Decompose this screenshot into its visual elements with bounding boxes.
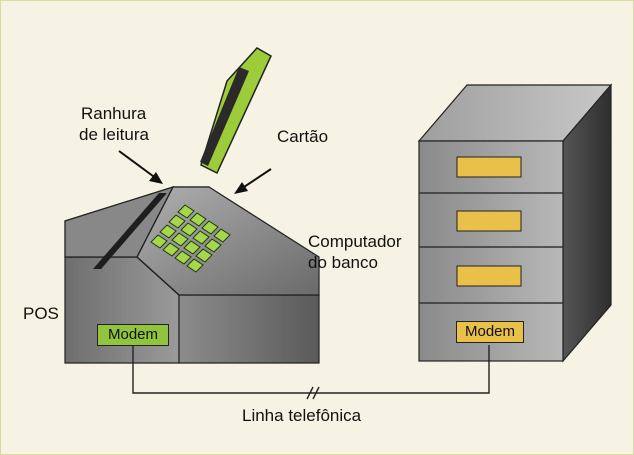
keypad-key	[177, 204, 195, 219]
bank-label-line1: Computador	[308, 232, 402, 251]
keypad-key	[213, 228, 231, 243]
keypad-key	[201, 220, 219, 235]
card-label: Cartão	[277, 127, 329, 146]
keypad-key	[204, 238, 222, 253]
bank-label-line2: do banco	[308, 253, 378, 272]
keypad-key	[168, 214, 186, 229]
keypad-key	[192, 230, 210, 245]
pos-label: POS	[23, 304, 59, 323]
slot-label-line1: Ranhura	[81, 104, 147, 123]
keypad-key	[162, 242, 180, 257]
keypad	[150, 204, 231, 273]
slot-label-line2: de leitura	[79, 125, 149, 144]
phone-line-label: Linha telefônica	[242, 406, 362, 425]
pos-modem: Modem	[97, 324, 169, 346]
bank-computer	[417, 83, 613, 363]
phone-line	[132, 345, 490, 400]
slot-arrow	[118, 150, 163, 184]
keypad-key	[159, 224, 177, 239]
keypad-key	[186, 258, 204, 273]
bank-modem: Modem	[456, 321, 524, 343]
keypad-key	[150, 234, 168, 249]
card-arrow	[234, 168, 272, 194]
keypad-key	[189, 212, 207, 227]
keypad-key	[171, 232, 189, 247]
keypad-key	[183, 240, 201, 255]
keypad-key	[174, 250, 192, 265]
card-icon	[200, 47, 272, 175]
keypad-key	[195, 248, 213, 263]
keypad-key	[180, 222, 198, 237]
